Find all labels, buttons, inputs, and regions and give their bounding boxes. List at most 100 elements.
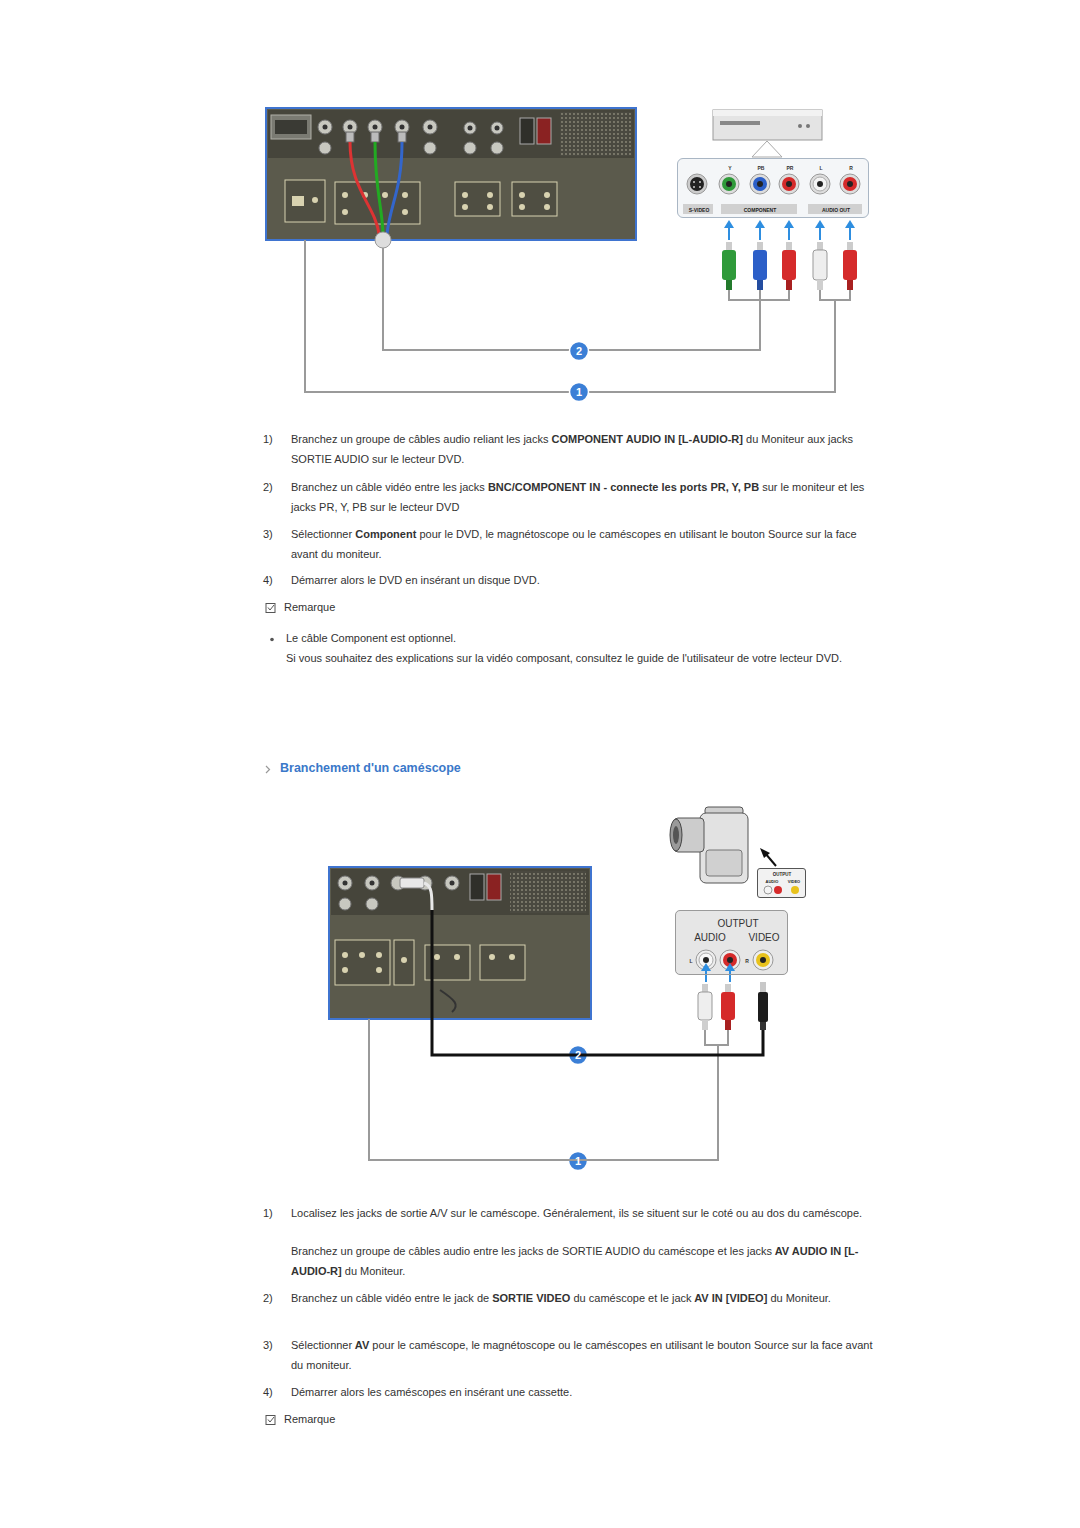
monitor-back-panel [468,126,473,131]
cable [383,248,760,350]
insert-arrow [845,220,855,228]
jack-label: R [745,959,749,964]
monitor-back-panel [464,142,476,154]
monitor-back-panel [371,132,379,142]
monitor-back-panel [343,881,455,886]
monitor-back-panel [382,192,388,198]
instruction-paragraph: Branchez un câble vidéo entre le jack de… [291,1289,881,1309]
camcorder-output-jacks [791,886,799,894]
monitor-back-panel [400,125,405,130]
body-text: Branchez un groupe de câbles audio entre… [291,1245,772,1257]
jack-label: VIDEO [748,933,779,943]
monitor-back-panel [489,954,495,960]
monitor-back-panel [544,192,550,198]
monitor-back-panel [375,142,383,234]
camcorder-output-jacks [703,957,709,963]
jack-panel: YPBPRLRS-VIDEOCOMPONENTAUDIO OUT [677,158,869,218]
monitor-back-panel [312,197,318,203]
instruction-paragraph: Si vous souhaitez des explications sur l… [286,649,861,669]
dvd-jack-panel [782,177,796,191]
jack-label: PR [787,166,794,171]
monitor-back-panel [519,204,525,210]
rca-plug [753,250,767,280]
dvd-jack-panel [817,181,823,187]
dvd-jack-panel [813,177,827,191]
bullet [270,638,274,642]
monitor-back-panel [346,132,354,142]
monitor-back-panel [544,204,550,210]
callout-number: 1 [570,383,588,401]
camcorder-output-jacks [753,950,773,970]
monitor-back-panel [560,112,632,156]
jack-label: R [849,166,853,171]
rca-plug [813,250,827,280]
monitor-back-panel [428,125,433,130]
insert-arrow [815,220,825,228]
jack-panel: OUTPUTAUDIOVIDEOLR [675,910,788,975]
camcorder-output-jacks [720,950,740,970]
rca-plug [847,242,853,250]
dvd-jack-panel [693,181,701,188]
bold-text: AV IN [VIDEO] [692,1292,768,1304]
monitor-back-panel [370,881,375,886]
camcorder-output-jacks [696,950,716,970]
monitor-back-panel [519,192,525,198]
monitor-back-panel [424,883,432,910]
camcorder-output-jacks [756,953,770,967]
body-text: 1) [263,433,273,445]
rca-plug [786,280,792,290]
monitor-back-panel [440,990,456,1012]
camcorder [670,819,682,851]
monitor-back-panel [338,876,459,910]
insert-arrow [701,963,711,971]
dvd-jack-panel [726,181,732,187]
monitor-back-panel [346,132,406,142]
monitor-back-panel [275,120,307,134]
rca-plug [817,242,823,250]
monitor-back-panel [366,898,378,910]
rca-plug [758,992,768,1022]
monitor-back-panel [342,192,348,198]
rca-plug [760,982,766,992]
body-text: du caméscope et le jack [570,1292,691,1304]
monitor-back-panel [292,192,550,215]
monitor-back-panel [373,125,378,130]
dvd-jack-panel [677,158,869,218]
jack-label: AUDIO [766,880,779,884]
monitor-back-panel [268,110,634,158]
dvd-player [806,124,810,128]
instruction-paragraph: 3) [263,1336,288,1356]
monitor-back-panel [338,876,352,890]
monitor-back-panel [520,118,534,144]
monitor-back-panel [491,142,503,154]
instruction-paragraph: 3) [263,525,288,545]
body-text: Sélectionner [291,528,352,540]
monitor-back-panel [450,881,455,886]
instruction-paragraph: SélectionnerAVpour le caméscope, le magn… [291,1336,881,1375]
monitor-back-panel [398,132,406,142]
instruction-paragraph: Remarque [284,1410,584,1430]
jack-label: VIDEO [788,880,800,884]
dvd-jack-panel [808,204,862,214]
camcorder [760,848,770,858]
dvd-jack-panel [750,174,770,194]
dvd-jack-panel [722,177,736,191]
dvd-jack-panel [677,158,869,218]
monitor-back-panel [487,204,493,210]
body-text: 4) [263,1386,273,1398]
monitor-back-panel [424,142,436,154]
body-text: Le câble Component est optionnel. [286,632,456,644]
monitor-back-panel [487,192,493,198]
cable [369,1019,718,1160]
dvd-jack-panel [690,177,704,191]
rca-plug [726,242,732,250]
monitor-back-panel [454,954,460,960]
dvd-jack-panel [843,177,857,191]
rca-plug [725,984,731,992]
monitor-back-panel [509,954,515,960]
monitor-back-panel [487,874,501,900]
monitor-back-panel [402,209,408,215]
instruction-paragraph: Branchez un groupe de câbles audio relia… [291,430,881,469]
bold-text: Branchement d'un caméscope [280,761,461,775]
